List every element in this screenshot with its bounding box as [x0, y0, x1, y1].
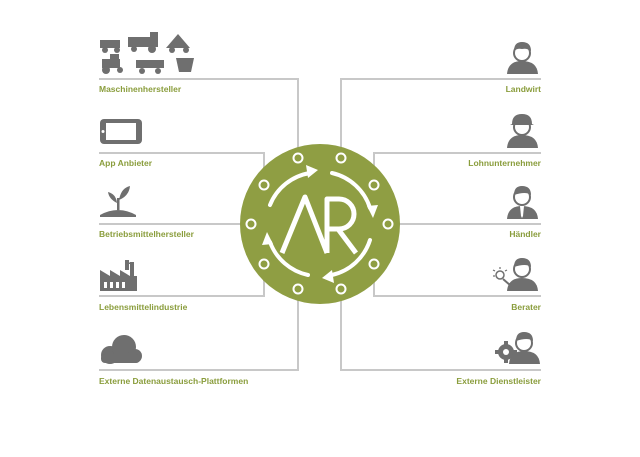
cycle-ring-icon [268, 171, 372, 277]
tablet-icon [100, 119, 142, 144]
connector-nodes [245, 152, 394, 295]
label-app-anbieter: App Anbieter [99, 158, 153, 168]
ar-logo [279, 194, 358, 255]
label-betriebsmittelhersteller: Betriebsmittelhersteller [99, 229, 194, 239]
line-landwirt [340, 78, 541, 158]
label-lebensmittelindustrie: Lebensmittelindustrie [99, 302, 188, 312]
line-externe-dienstleister [340, 289, 541, 371]
connector-lines [99, 78, 541, 371]
cycle-arrowheads [262, 165, 378, 283]
line-maschinenhersteller [99, 78, 299, 158]
label-berater: Berater [511, 302, 541, 312]
label-haendler: Händler [509, 229, 541, 239]
label-lohnunternehmer: Lohnunternehmer [468, 158, 541, 168]
label-externe-dienstleister: Externe Dienstleister [456, 376, 541, 386]
line-externe-plattformen [99, 289, 299, 371]
label-externe-datenaustausch-plattformen: Externe Datenaustausch-Plattformen [99, 376, 249, 386]
dealer-tie-icon [507, 186, 538, 219]
contractor-helmet-icon [507, 114, 538, 148]
advisor-idea-icon [492, 258, 538, 291]
label-maschinenhersteller: Maschinenhersteller [99, 84, 182, 94]
cloud-icon [101, 335, 142, 364]
farmer-icon [507, 42, 538, 74]
factory-icon [100, 260, 137, 291]
service-gear-icon [495, 332, 540, 364]
machinery-icons [100, 32, 194, 74]
label-landwirt: Landwirt [505, 84, 541, 94]
seedling-icon [100, 186, 136, 217]
center-hub-circle [240, 144, 400, 304]
